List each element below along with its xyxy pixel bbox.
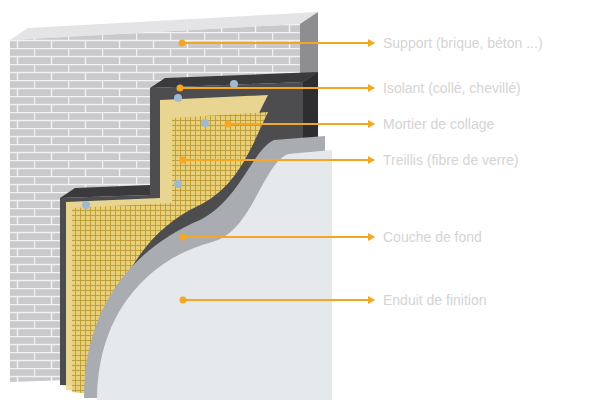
dowel-heads [82,80,238,209]
finish-layer [97,150,332,400]
layer-label: Couche de fond [383,229,482,245]
layer-label: Enduit de finition [383,292,487,308]
layer-label: Treillis (fibre de verre) [383,152,519,168]
layer-label: Support (brique, béton ...) [383,35,543,51]
layer-label: Mortier de collage [383,116,494,132]
leader-lines [177,40,375,304]
layer-label: Isolant (collé, chevillé) [383,80,521,96]
